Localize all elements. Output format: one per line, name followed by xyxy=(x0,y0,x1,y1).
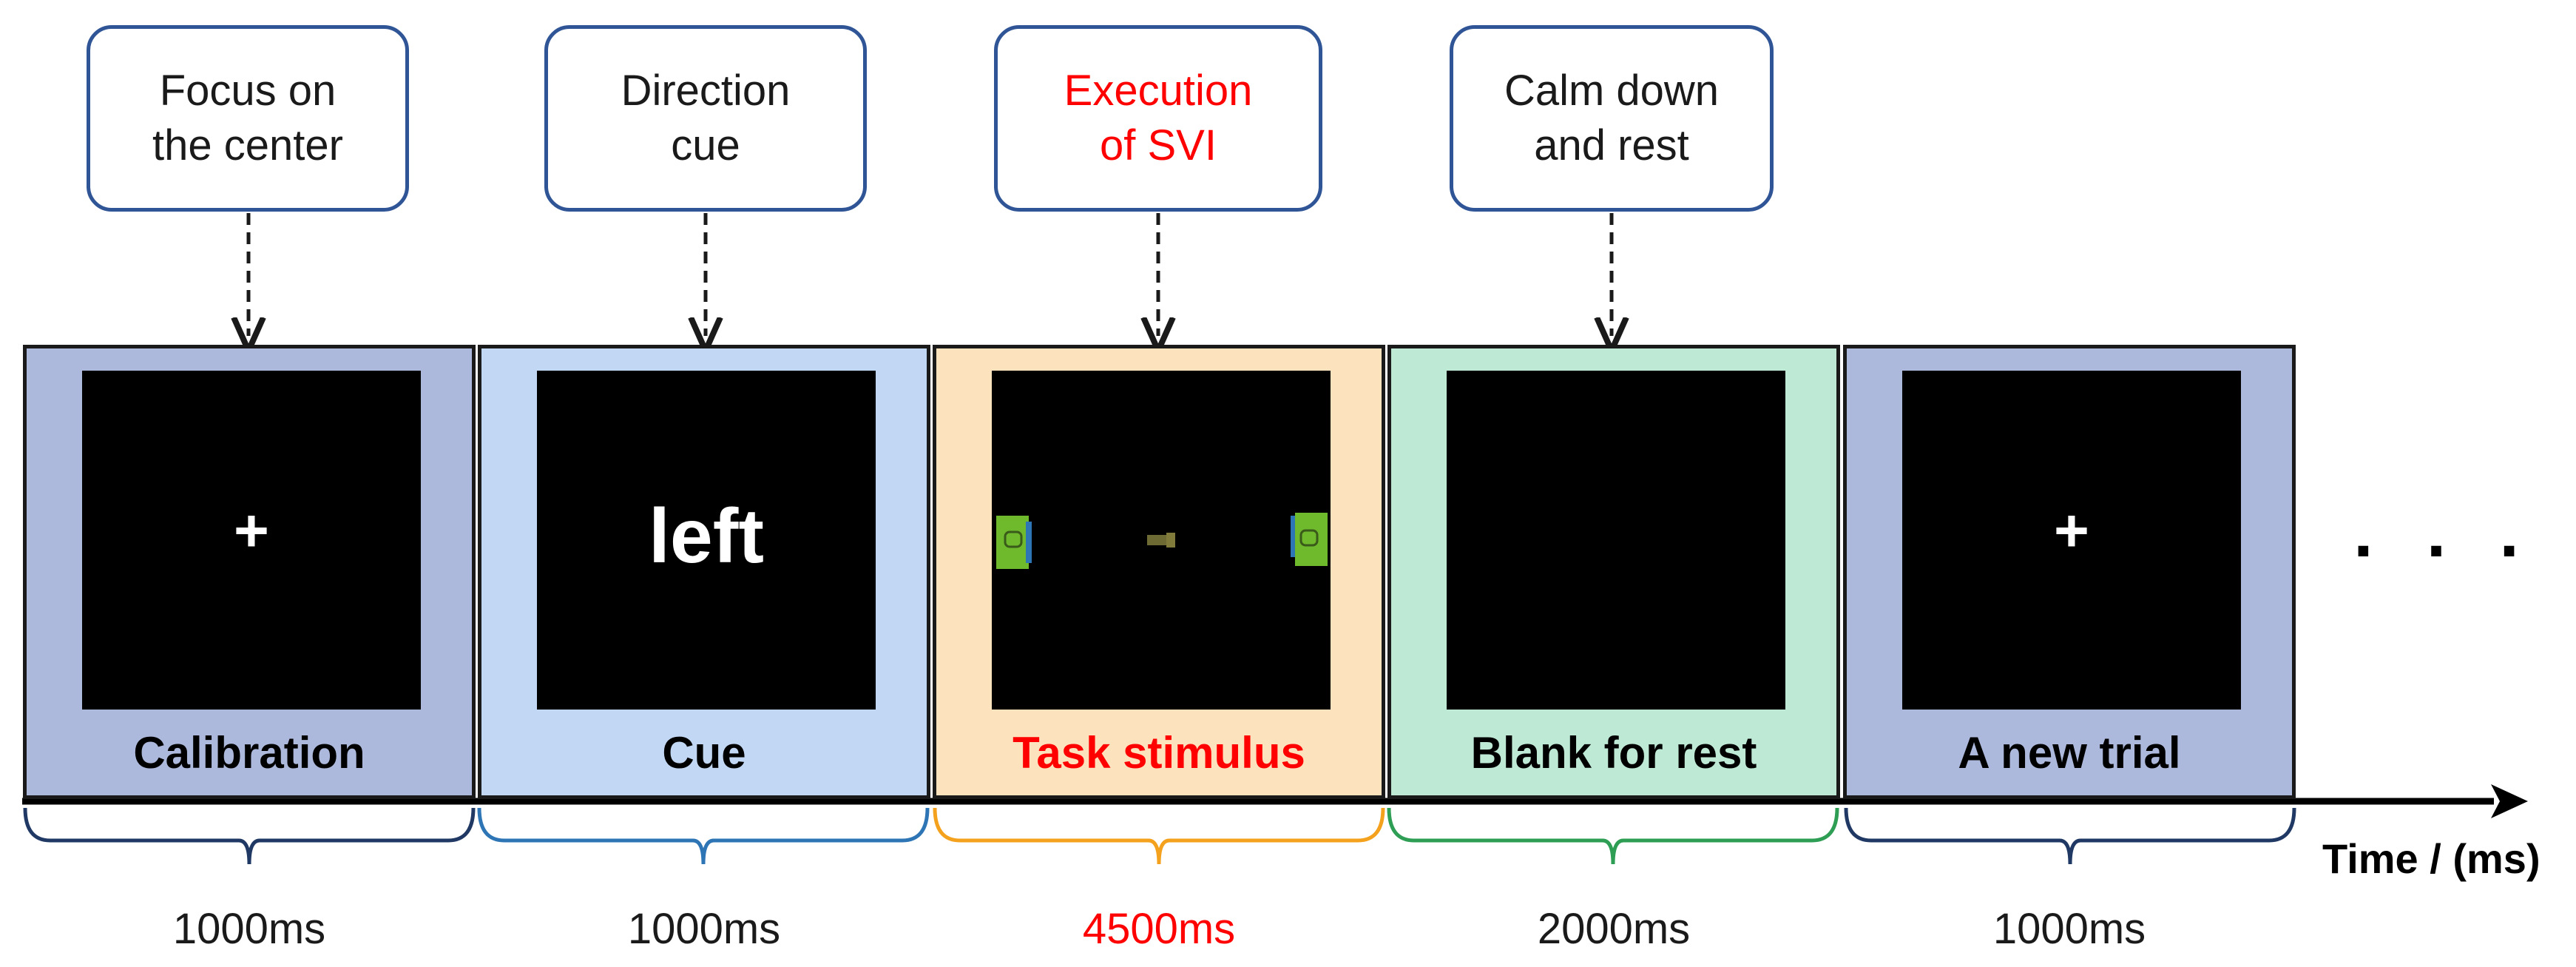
screen-display xyxy=(1447,371,1785,710)
panel-cue: left Cue xyxy=(478,345,930,799)
duration-label: 1000ms xyxy=(1992,905,2146,953)
screen-display: left xyxy=(537,371,876,710)
duration-label: 2000ms xyxy=(1537,905,1691,953)
panel-label: Task stimulus xyxy=(1013,728,1305,778)
panel-label: A new trial xyxy=(1958,728,2181,778)
panel-rest: Blank for rest xyxy=(1387,345,1840,799)
time-axis xyxy=(22,784,2528,818)
panel-label: Blank for rest xyxy=(1470,728,1757,778)
time-axis-arrowhead xyxy=(2491,784,2528,818)
panel-label: Calibration xyxy=(133,728,365,778)
duration-brace xyxy=(23,807,476,865)
panel-new-trial: + A new trial xyxy=(1843,345,2296,799)
panel-task-stimulus: Task stimulus xyxy=(933,345,1385,799)
duration-label: 1000ms xyxy=(172,905,326,953)
duration-brace xyxy=(1387,807,1839,865)
screen-display: + xyxy=(1902,371,2241,710)
continuation-ellipsis: · · · xyxy=(2353,511,2538,590)
duration-braces xyxy=(23,807,2296,865)
panel-calibration: + Calibration xyxy=(23,345,476,799)
fixation-cross: + xyxy=(234,497,269,565)
callout-line: Direction xyxy=(621,67,791,115)
stimulus-graphic xyxy=(996,513,1328,569)
callout-calibration: Focus on the center xyxy=(87,25,409,212)
right-target-icon xyxy=(1291,513,1328,566)
callout-line: cue xyxy=(671,121,740,169)
callout-line: Calm down xyxy=(1504,67,1720,115)
left-target-icon xyxy=(996,516,1032,569)
callout-task-stimulus: Execution of SVI xyxy=(994,25,1322,212)
fixation-cross: + xyxy=(2054,497,2089,565)
callout-line: Execution xyxy=(1064,67,1253,115)
direction-cue-text: left xyxy=(649,493,764,579)
callout-line: and rest xyxy=(1534,121,1689,169)
callout-line: of SVI xyxy=(1100,121,1217,169)
object-icon xyxy=(1147,533,1175,547)
duration-label: 1000ms xyxy=(627,905,781,953)
dashed-arrows xyxy=(249,213,1612,336)
callout-cue: Direction cue xyxy=(544,25,867,212)
callout-line: the center xyxy=(152,121,343,169)
duration-brace xyxy=(477,807,930,865)
callout-line: Focus on xyxy=(159,67,337,115)
screen-display: + xyxy=(82,371,421,710)
panel-label: Cue xyxy=(662,728,746,778)
duration-brace xyxy=(1844,807,2296,865)
duration-label: 4500ms xyxy=(1082,905,1236,953)
callout-rest: Calm down and rest xyxy=(1450,25,1774,212)
duration-brace xyxy=(933,807,1385,865)
screen-display xyxy=(992,371,1331,710)
time-axis-label: Time / (ms) xyxy=(2322,835,2540,882)
